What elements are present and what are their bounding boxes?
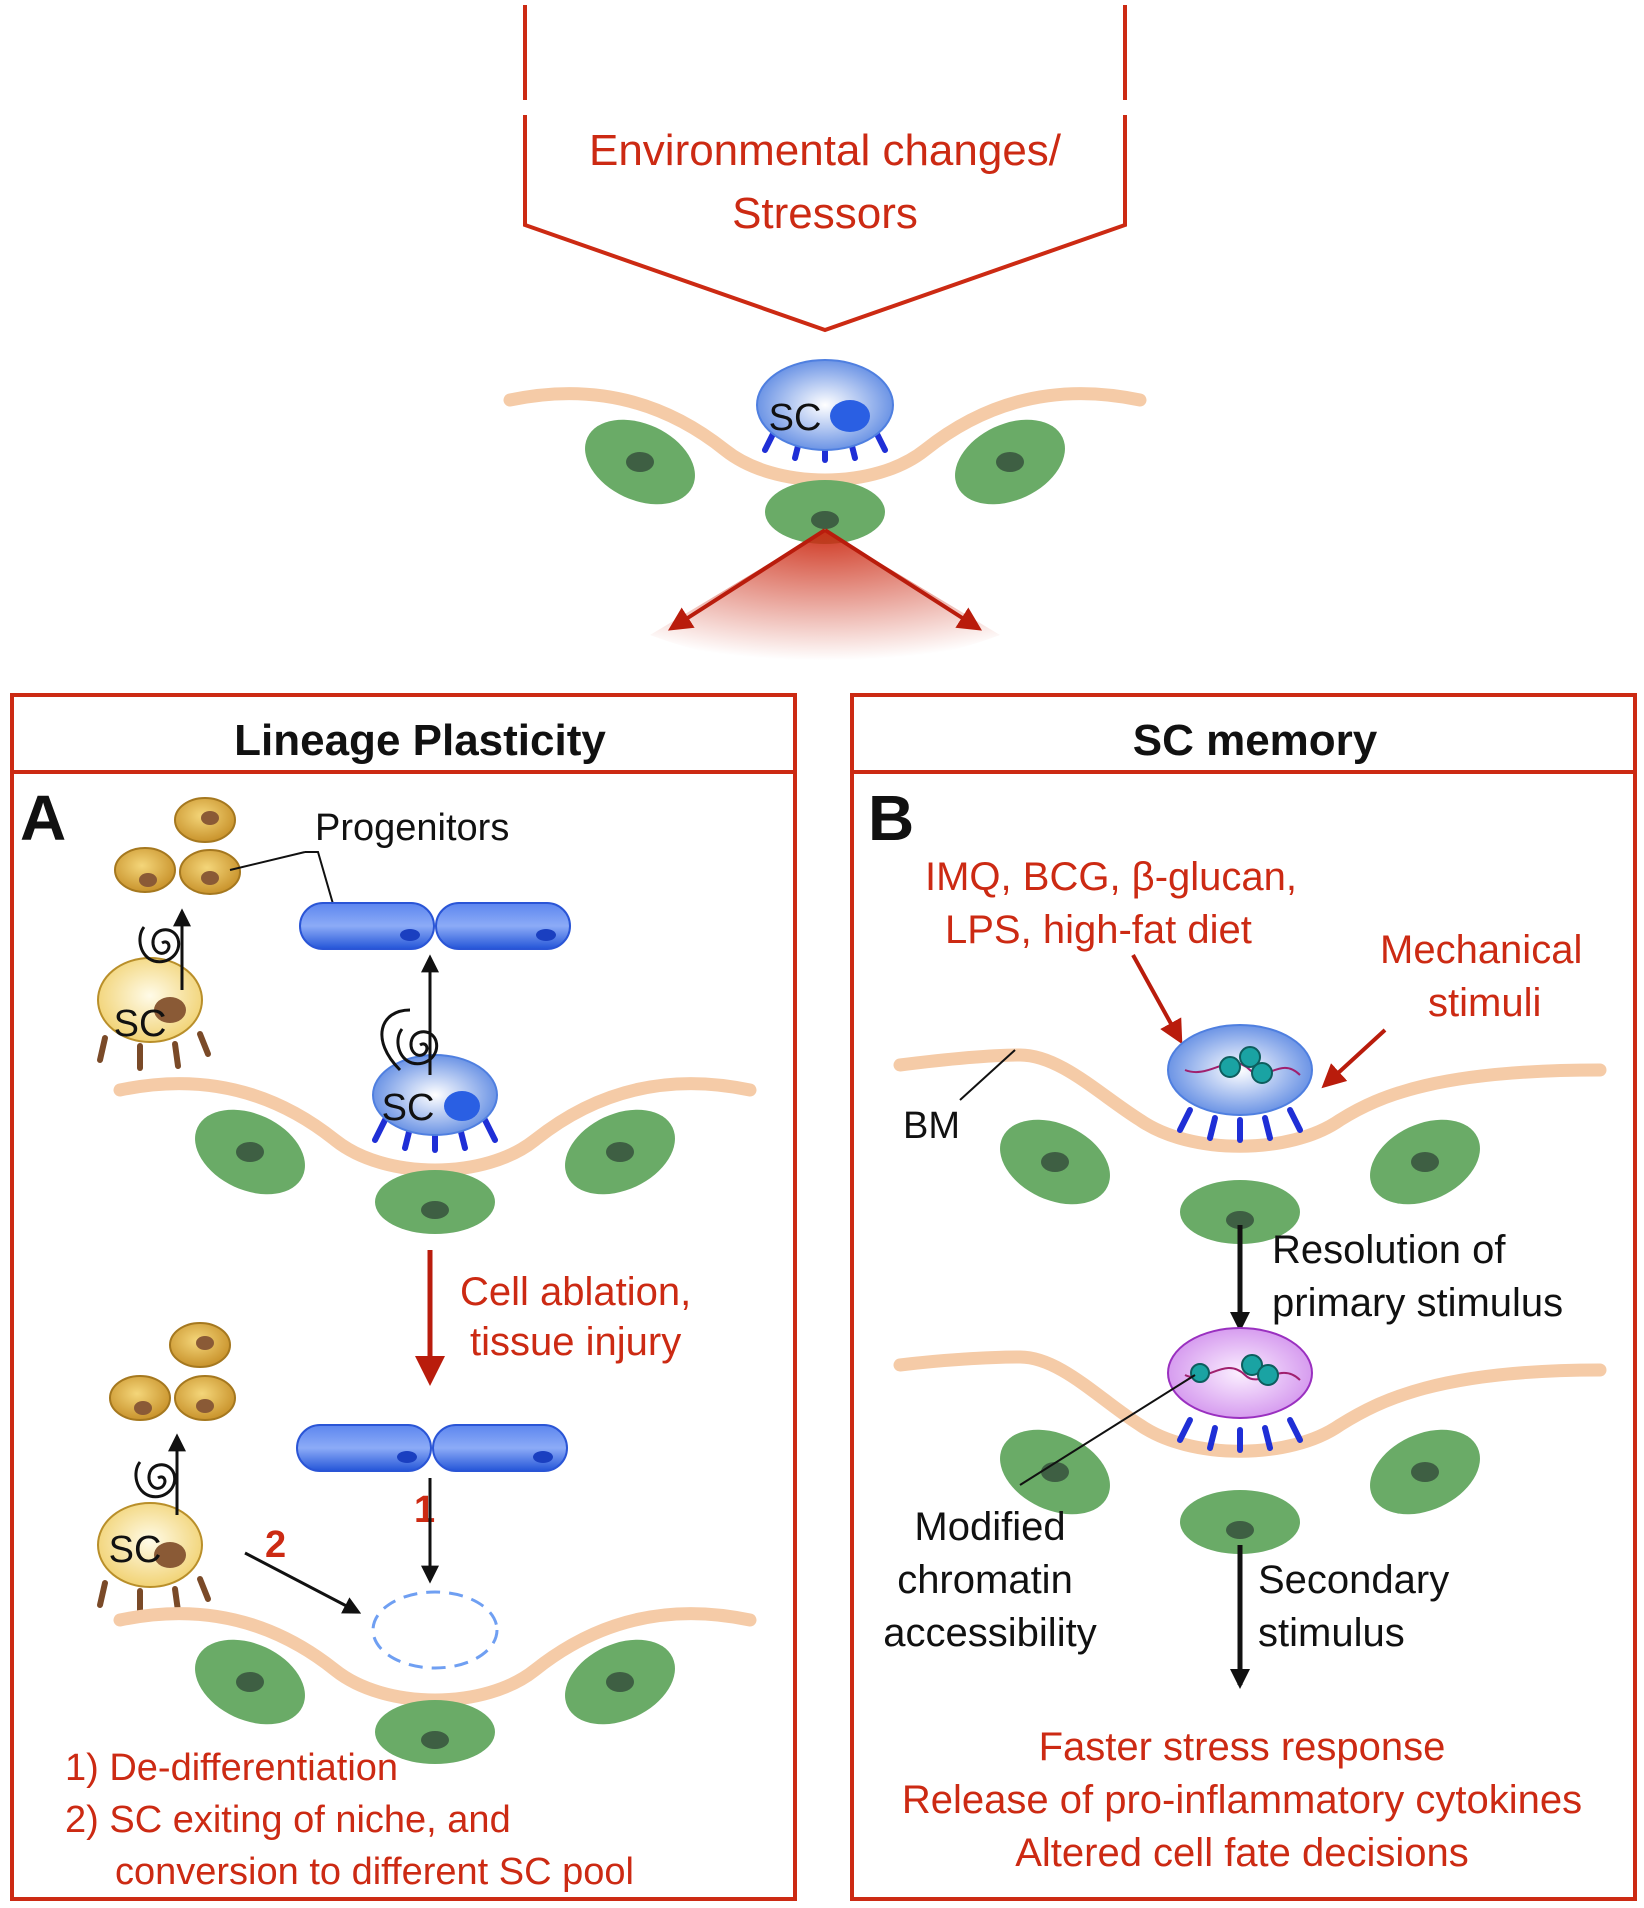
stimuli-line2: LPS, high-fat diet xyxy=(945,908,1252,952)
secondary-line1: Secondary xyxy=(1258,1558,1449,1602)
panel-b-frame xyxy=(850,693,1637,1901)
yellow-sc-upper xyxy=(97,957,208,1068)
niche-b-lower xyxy=(893,1327,1607,1554)
niche-lower-empty xyxy=(120,1590,750,1764)
outcome-1: Faster stress response xyxy=(1039,1725,1446,1769)
modified-line1: Modified xyxy=(914,1505,1065,1549)
yellow-sc-upper-label: SC xyxy=(114,1003,167,1045)
blue-sc-upper xyxy=(372,1054,498,1150)
self-renewal-spiral-blue-upper xyxy=(380,954,439,1075)
top-stem-cell-niche xyxy=(510,359,1140,544)
injury-line1: Cell ablation, xyxy=(460,1270,691,1314)
panel-a-title: Lineage Plasticity xyxy=(234,716,606,765)
progenitors-label: Progenitors xyxy=(315,807,509,849)
mechanical-arrow xyxy=(1321,1028,1387,1089)
progenitor-rods-upper xyxy=(299,902,571,950)
mechanical-line1: Mechanical xyxy=(1380,928,1582,972)
stressor-box xyxy=(523,5,1127,333)
top-sc-cell xyxy=(756,359,894,460)
progenitor-cluster-upper xyxy=(114,797,241,895)
bm-leader-line xyxy=(959,1049,1016,1101)
stressor-line2: Stressors xyxy=(732,189,918,238)
self-renewal-spiral-yellow-upper xyxy=(138,908,191,990)
panel-a-note1: 1) De-differentiation xyxy=(65,1747,398,1789)
yellow-sc-lower xyxy=(97,1502,208,1613)
modified-line3: accessibility xyxy=(883,1611,1096,1655)
stimuli-line1: IMQ, BCG, β-glucan, xyxy=(925,855,1297,899)
self-renewal-spiral-yellow-lower xyxy=(134,1433,186,1515)
stimuli-arrow xyxy=(1131,954,1183,1045)
resolution-line2: primary stimulus xyxy=(1272,1281,1563,1325)
secondary-line2: stimulus xyxy=(1258,1611,1405,1655)
mechanical-line2: stimuli xyxy=(1428,981,1541,1025)
blue-sc-upper-label: SC xyxy=(382,1087,435,1129)
outcome-3: Altered cell fate decisions xyxy=(1015,1831,1469,1875)
path1-number: 1 xyxy=(414,1489,435,1531)
modified-leader-line xyxy=(1019,1374,1196,1486)
niche-upper xyxy=(120,1054,750,1234)
outcome-2: Release of pro-inflammatory cytokines xyxy=(902,1778,1582,1822)
path2-number: 2 xyxy=(265,1524,286,1566)
panel-a-note2-line2: conversion to different SC pool xyxy=(115,1851,634,1893)
panel-a-frame xyxy=(10,693,797,1901)
top-sc-label: SC xyxy=(769,397,822,439)
niche-b-upper xyxy=(893,1024,1607,1244)
modified-line2: chromatin xyxy=(897,1558,1073,1602)
stressor-line1: Environmental changes/ xyxy=(589,126,1062,175)
memory-sc-cell xyxy=(1167,1327,1313,1450)
divergence-arrows xyxy=(650,528,1000,668)
resolution-line1: Resolution of xyxy=(1272,1228,1506,1272)
path2-arrow xyxy=(244,1551,362,1614)
progenitor-rods-lower xyxy=(296,1424,568,1472)
primed-sc-cell xyxy=(1167,1024,1313,1140)
panel-b-title: SC memory xyxy=(1133,716,1378,765)
progenitor-cluster-lower xyxy=(109,1322,236,1421)
panel-b-letter: B xyxy=(868,782,914,854)
panel-a-note2-line1: 2) SC exiting of niche, and xyxy=(65,1799,511,1841)
bm-label: BM xyxy=(903,1105,960,1147)
yellow-sc-lower-label: SC xyxy=(109,1529,162,1571)
panel-a-letter: A xyxy=(20,782,66,854)
injury-line2: tissue injury xyxy=(470,1320,681,1364)
empty-niche-slot xyxy=(371,1590,499,1670)
